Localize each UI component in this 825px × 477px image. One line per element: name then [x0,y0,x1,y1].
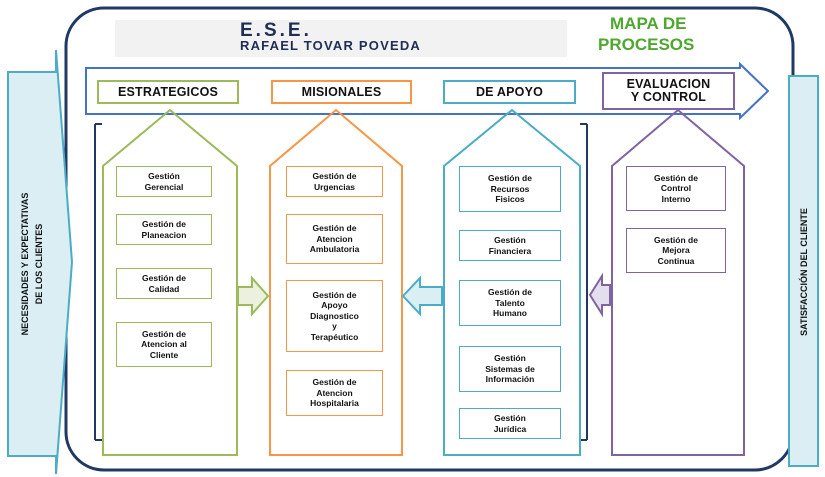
box-gestion-planeacion: Gestión de Planeacion [116,214,212,245]
box-gestion-calidad: Gestión de Calidad [116,268,212,299]
org-name-line1: E.S.E. [240,20,312,41]
right-arrow-text: SATISFACCIÓN DEL CLIENTE [799,208,809,336]
right-bracket [580,123,588,441]
box-gestion-sistemas-informacion: Gestión Sistemas de Información [459,346,561,392]
box-gestion-recursos-fisicos: Gestión de Recursos Fisicos [459,166,561,212]
arrow-green-right [237,275,270,317]
column-shape-estrategicos [102,108,238,456]
left-arrow-text-line2: DE LOS CLIENTES [34,223,44,305]
header-de-apoyo: DE APOYO [443,80,576,104]
header-evaluacion-control: EVALUACION Y CONTROL [602,72,735,110]
box-gestion-gerencial: Gestión Gerencial [116,166,212,197]
arrow-purple-left [588,272,611,318]
page-title-line2: PROCESOS [598,35,695,54]
box-gestion-financiera: Gestión Financiera [459,230,561,261]
org-name-line2: RAFAEL TOVAR POVEDA [240,38,421,53]
box-gestion-atencion-ambulatoria: Gestión de Atencion Ambulatoria [286,214,383,264]
page-title-line1: MAPA DE [610,14,687,33]
org-banner [115,20,567,57]
box-gestion-urgencias: Gestión de Urgencias [286,166,383,197]
left-arrow-text: NECESIDADES Y EXPECTATIVAS DE LOS CLIENT… [18,99,46,429]
box-gestion-mejora-continua: Gestión de Mejora Continua [626,228,726,273]
right-output-arrow [788,75,819,467]
box-gestion-apoyo-diagnostico: Gestión de Apoyo Diagnostico y Terapéuti… [286,280,383,352]
header-band-arrow [85,61,770,121]
left-arrow-text-line1: NECESIDADES Y EXPECTATIVAS [20,192,30,336]
left-input-arrow [7,49,74,475]
box-gestion-juridica: Gestión Jurídica [459,408,561,439]
box-gestion-atencion-hospitalaria: Gestión de Atencion Hospitalaria [286,370,383,416]
left-bracket [94,123,102,441]
box-gestion-control-interno: Gestión de Control Interno [626,166,726,211]
arrow-blue-left [401,275,443,317]
column-shape-de-apoyo [443,108,581,456]
header-misionales: MISIONALES [271,80,412,104]
box-gestion-talento-humano: Gestión de Talento Humano [459,280,561,326]
column-shape-evaluacion [611,108,745,456]
column-shape-misionales [269,108,403,456]
box-gestion-atencion-cliente: Gestión de Atencion al Cliente [116,322,212,367]
header-estrategicos: ESTRATEGICOS [97,80,239,104]
